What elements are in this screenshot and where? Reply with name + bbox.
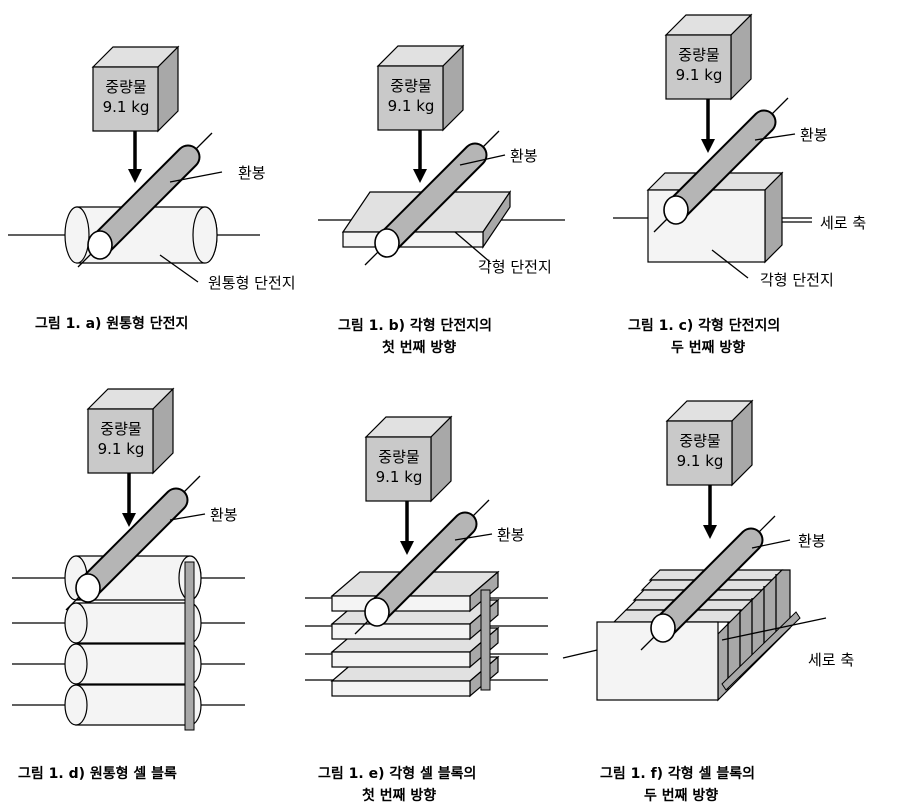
- caption-a: 그림 1. a) 원통형 단전지: [35, 315, 188, 332]
- caption-b-line2: 첫 번째 방향: [382, 339, 456, 356]
- panel-f: 중량물 9.1 kg 환봉 세로 축 그림 1. f) 각형 셀 블록의 두 번…: [562, 400, 854, 804]
- caption-e-line1: 그림 1. e) 각형 셀 블록의: [318, 765, 476, 782]
- rod-label: 환봉: [510, 147, 538, 165]
- weight-value: 9.1 kg: [677, 452, 724, 470]
- caption-c-line2: 두 번째 방향: [671, 339, 745, 356]
- panel-c: 중량물 9.1 kg 환봉 세로 축 각형 단전지 그림 1. c) 각형 단전…: [613, 14, 866, 356]
- caption-d: 그림 1. d) 원통형 셀 블록: [18, 765, 177, 782]
- rod-label: 환봉: [800, 126, 828, 144]
- prismatic-cell-label: 각형 단전지: [760, 271, 834, 289]
- caption-e-line2: 첫 번째 방향: [362, 787, 436, 804]
- weight-box-c: 중량물 9.1 kg: [665, 14, 752, 100]
- caption-f-line2: 두 번째 방향: [644, 787, 718, 804]
- panel-b: 중량물 9.1 kg 환봉 각형 단전지 그림 1. b) 각형 단전지의 첫 …: [318, 45, 565, 356]
- vertical-axis-label: 세로 축: [820, 214, 866, 232]
- caption-c-line1: 그림 1. c) 각형 단전지의: [628, 317, 780, 334]
- weight-name: 중량물: [678, 46, 719, 64]
- weight-name: 중량물: [378, 448, 419, 466]
- caption-f-line1: 그림 1. f) 각형 셀 블록의: [600, 765, 755, 782]
- caption-b-line1: 그림 1. b) 각형 단전지의: [338, 317, 492, 334]
- weight-name: 중량물: [105, 78, 146, 96]
- weight-value: 9.1 kg: [676, 66, 723, 84]
- panel-d: 중량물 9.1 kg 환봉 그림 1. d) 원통형 셀 블록: [12, 388, 245, 782]
- weight-box-a: 중량물 9.1 kg: [92, 46, 179, 132]
- weight-box-d: 중량물 9.1 kg: [87, 388, 174, 474]
- weight-box-f: 중량물 9.1 kg: [666, 400, 753, 486]
- weight-value: 9.1 kg: [103, 98, 150, 116]
- rod-label: 환봉: [798, 532, 826, 550]
- vertical-axis-label: 세로 축: [808, 651, 854, 669]
- weight-name: 중량물: [390, 77, 431, 95]
- weight-box-e: 중량물 9.1 kg: [365, 416, 452, 502]
- cylindrical-cell-label: 원통형 단전지: [208, 274, 296, 292]
- rod-label: 환봉: [238, 164, 266, 182]
- weight-value: 9.1 kg: [98, 440, 145, 458]
- weight-name: 중량물: [100, 420, 141, 438]
- prismatic-cell-label: 각형 단전지: [478, 258, 552, 276]
- rod-label: 환봉: [210, 506, 238, 524]
- panel-a: 중량물 9.1 kg 환봉 원통형 단전지 그림 1. a) 원통형 단전지: [8, 46, 296, 332]
- prismatic-cell-upright: [646, 171, 784, 264]
- weight-name: 중량물: [679, 432, 720, 450]
- rod-label: 환봉: [497, 526, 525, 544]
- weight-box-b: 중량물 9.1 kg: [377, 45, 464, 131]
- weight-value: 9.1 kg: [388, 97, 435, 115]
- prismatic-cell-block: [596, 569, 801, 702]
- panel-e: 중량물 9.1 kg 환봉 그림 1. e) 각형 셀 블록의 첫 번째 방향: [305, 416, 548, 804]
- weight-value: 9.1 kg: [376, 468, 423, 486]
